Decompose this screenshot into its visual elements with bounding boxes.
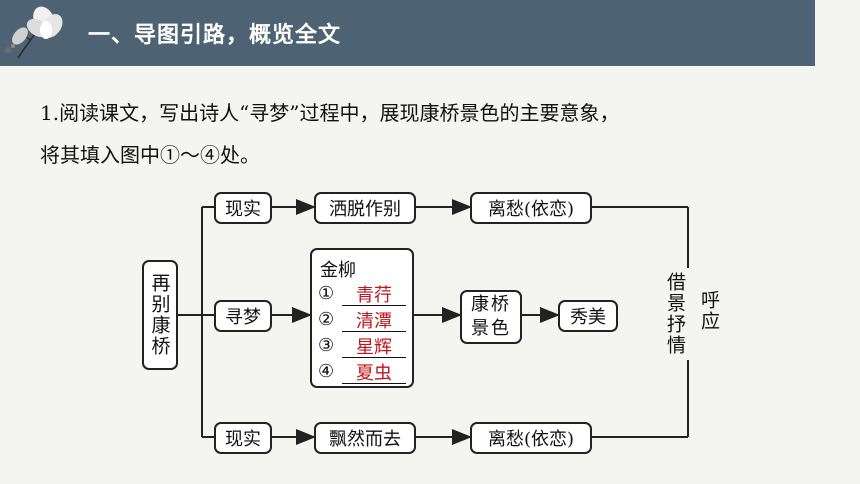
question-line-1: 1.阅读课文，写出诗人“寻梦”过程中，展现康桥景色的主要意象， xyxy=(40,101,620,125)
answer-number: ① xyxy=(318,283,335,304)
emotion-label-top: 离愁(依恋) xyxy=(487,199,575,220)
magnolia-flower-icon xyxy=(5,6,63,59)
answer-text: 青荇 xyxy=(342,281,406,306)
header-accent xyxy=(815,0,860,66)
question-text: 1.阅读课文，写出诗人“寻梦”过程中，展现康桥景色的主要意象， 将其填入图中①～… xyxy=(40,92,820,176)
answer-text: 夏虫 xyxy=(342,359,406,384)
action-label-top: 洒脱作别 xyxy=(329,199,401,220)
stage-box-bottom: 现实 xyxy=(214,422,272,454)
echo-label: 呼应 xyxy=(698,290,720,332)
title-bar: 一、导图引路，概览全文 xyxy=(0,0,815,66)
result-box: 秀美 xyxy=(558,300,618,332)
scene-box: 康桥景色 xyxy=(460,290,522,344)
result-label: 秀美 xyxy=(570,307,606,328)
emotion-label-bottom: 离愁(依恋) xyxy=(487,429,575,450)
emotion-box-top: 离愁(依恋) xyxy=(470,192,592,224)
stage-label-top: 现实 xyxy=(225,199,261,220)
stage-box-top: 现实 xyxy=(214,192,272,224)
action-box-bottom: 飘然而去 xyxy=(314,422,416,454)
imagery-list-box: 金柳 ① 青荇 ② 清潭 ③ 星辉 ④ 夏虫 xyxy=(310,248,414,388)
answer-number: ④ xyxy=(318,361,335,382)
stage-label-middle: 寻梦 xyxy=(225,307,261,328)
section-title: 一、导图引路，概览全文 xyxy=(88,23,342,48)
stage-label-bottom: 现实 xyxy=(225,429,261,450)
root-box: 再别康桥 xyxy=(142,260,178,370)
stage-box-middle: 寻梦 xyxy=(214,300,272,332)
root-label: 再别康桥 xyxy=(148,273,171,357)
answer-text: 星辉 xyxy=(342,333,406,358)
imagery-list-title: 金柳 xyxy=(320,260,356,281)
technique-label: 借景抒情 xyxy=(660,268,691,360)
question-line-2: 将其填入图中①～④处。 xyxy=(40,143,260,167)
answer-number: ③ xyxy=(318,335,335,356)
action-box-top: 洒脱作别 xyxy=(314,192,416,224)
action-label-bottom: 飘然而去 xyxy=(329,429,401,450)
scene-label: 康桥景色 xyxy=(471,294,511,339)
answer-number: ② xyxy=(318,309,335,330)
answer-text: 清潭 xyxy=(342,307,406,332)
emotion-box-bottom: 离愁(依恋) xyxy=(470,422,592,454)
